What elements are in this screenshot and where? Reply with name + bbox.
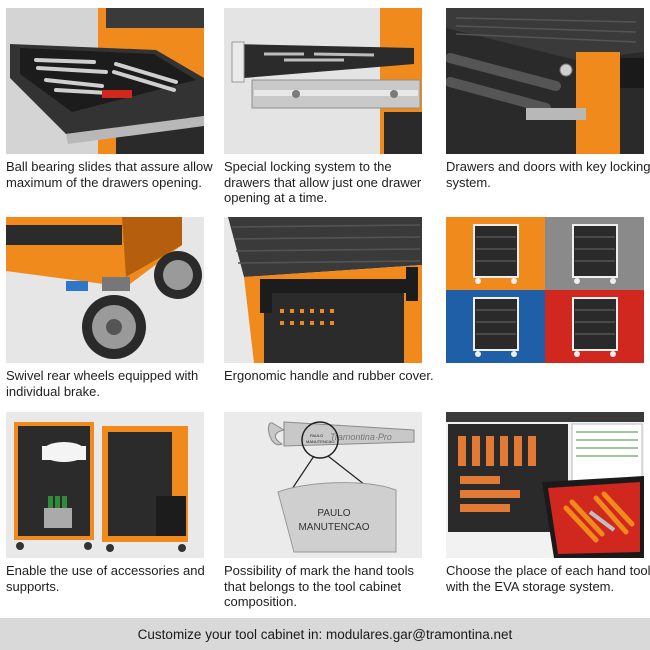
feature-caption: Possibility of mark the hand tools that … xyxy=(224,563,415,609)
engraving-small-line2: MANUTENCAO xyxy=(306,439,334,444)
engraving-line2: MANUTENCAO xyxy=(298,522,369,533)
feature-caption: Drawers and doors with key locking syste… xyxy=(446,159,650,190)
ball-bearing-slides-image xyxy=(6,8,204,154)
feature-caption: Special locking system to the drawers th… xyxy=(224,159,422,205)
swivel-wheels-image xyxy=(6,217,204,363)
feature-caption: Enable the use of accessories and suppor… xyxy=(6,563,205,594)
feature-caption: Ball bearing slides that assure allow ma… xyxy=(6,159,213,190)
locking-system-image xyxy=(224,8,422,154)
engraving-line1: PAULO xyxy=(317,508,350,519)
tool-marking-image: Tramontina·Pro PAULO MANUTENCAO PAULO MA… xyxy=(224,412,422,558)
accessories-image xyxy=(6,412,204,558)
ergonomic-handle-image xyxy=(224,217,422,363)
brand-engraving: Tramontina·Pro xyxy=(330,432,392,442)
eva-storage-image xyxy=(446,412,644,558)
engraving-small-line1: PAULO xyxy=(310,433,323,438)
footer-contact-text: Customize your tool cabinet in: modulare… xyxy=(137,627,513,642)
color-options-image xyxy=(446,217,644,363)
feature-caption: Ergonomic handle and rubber cover. xyxy=(224,368,434,383)
feature-caption: Choose the place of each hand tool with … xyxy=(446,563,650,594)
footer-bar: Customize your tool cabinet in: modulare… xyxy=(0,618,650,650)
key-locking-image xyxy=(446,8,644,154)
feature-caption: Swivel rear wheels equipped with individ… xyxy=(6,368,199,399)
